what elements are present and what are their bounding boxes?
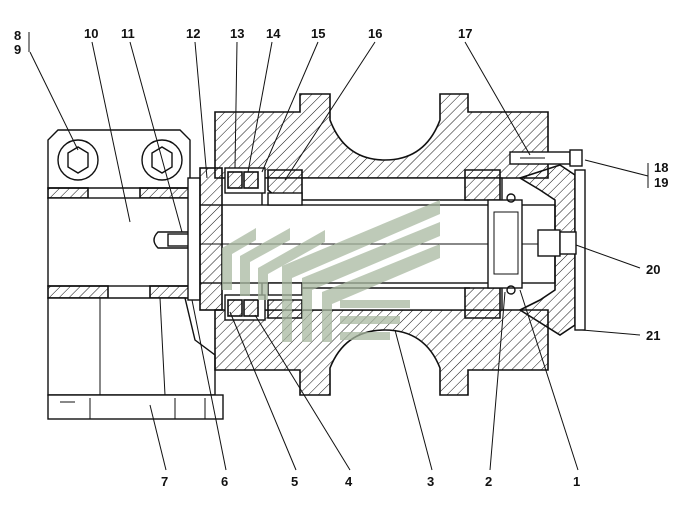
callout-16: 16 [368,26,382,41]
callout-6: 6 [221,474,228,489]
callout-13: 13 [230,26,244,41]
callout-10: 10 [84,26,98,41]
callout-15: 15 [311,26,325,41]
left-bearing-assembly [187,167,303,321]
callout-18: 18 [654,160,668,175]
callout-17: 17 [458,26,472,41]
callout-21: 21 [646,328,660,343]
callout-14: 14 [266,26,281,41]
mounting-bracket [47,129,224,420]
callout-8: 8 [14,28,21,43]
bolt-head-left [57,139,99,181]
callout-19: 19 [654,175,668,190]
callout-4: 4 [345,474,353,489]
right-bearing-assembly [464,169,523,319]
callout-7: 7 [161,474,168,489]
callout-9: 9 [14,42,21,57]
callout-labels: 8 9 10 11 12 13 14 15 16 17 18 19 20 21 … [14,26,668,489]
bolt-head-right [141,139,183,181]
watermark-logo [222,200,440,342]
leader-lines [28,32,649,471]
callout-12: 12 [186,26,200,41]
callout-3: 3 [427,474,434,489]
end-cover [509,149,586,336]
callout-5: 5 [291,474,298,489]
callout-2: 2 [485,474,492,489]
callout-11: 11 [121,26,135,41]
callout-20: 20 [646,262,660,277]
callout-1: 1 [573,474,580,489]
